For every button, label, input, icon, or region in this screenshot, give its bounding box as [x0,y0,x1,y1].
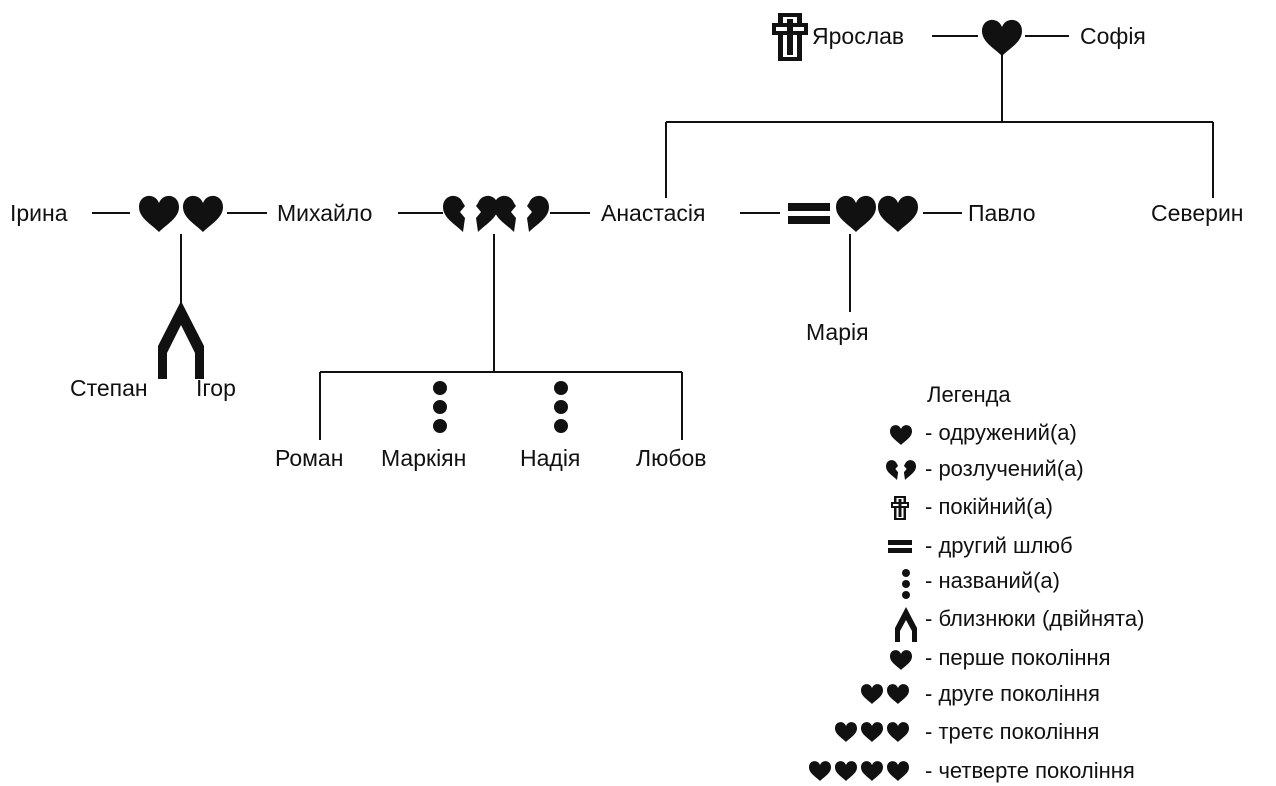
person-stepan: Степан [70,375,148,401]
three-hearts-icon [835,722,909,742]
twins-icon [158,301,204,379]
legend-item-deceased: - покійний(а) [925,494,1054,519]
heart-icon [982,19,1022,56]
two-hearts-icon [861,684,909,704]
person-ihor: Ігор [196,375,236,401]
legend-item-fourth-generation: - четверте покоління [925,758,1135,783]
legend-item-second-marriage: - другий шлюб [925,533,1073,558]
legend-item-married: - одружений(а) [925,420,1077,445]
legend-title: Легенда [927,382,1011,407]
person-markiian: Маркіян [381,445,467,471]
person-roman: Роман [275,445,344,471]
legend-item-twins: - близнюки (двійнята) [925,606,1145,631]
dots-icon [554,381,568,433]
two-hearts-icon [836,195,918,232]
dots-icon [433,381,447,433]
legend-item-first-generation: - перше покоління [925,645,1111,670]
equals-icon [788,203,830,224]
person-yaroslav: Ярослав [812,23,905,49]
person-pavlo: Павло [968,200,1036,226]
person-severyn: Северин [1151,200,1244,226]
person-anastasia: Анастасія [601,200,706,226]
heart-icon [890,425,912,445]
person-maria: Марія [806,319,869,345]
connector-lines [92,35,1214,440]
equals-icon [888,540,912,553]
broken-hearts-icon [443,195,549,232]
twins-icon [895,607,917,642]
person-mykhailo: Михайло [277,200,373,226]
broken-heart-icon [903,460,916,480]
two-hearts-icon [139,195,223,232]
person-iryna: Ірина [10,200,68,226]
legend-item-second-generation: - друге покоління [925,681,1100,706]
person-nadia: Надія [520,445,581,471]
legend-icons [809,425,917,781]
broken-heart-icon [886,460,899,480]
person-liubov: Любов [636,445,707,471]
dots-icon [902,569,910,599]
cross-icon [772,13,808,61]
cross-icon [891,496,909,520]
legend-item-third-generation: - третє покоління [925,719,1100,744]
heart-icon [890,650,912,670]
legend-item-adopted: - названий(а) [925,568,1060,593]
four-hearts-icon [809,761,909,781]
legend-item-divorced: - розлучений(а) [925,456,1084,481]
person-sofia: Софія [1080,23,1146,49]
